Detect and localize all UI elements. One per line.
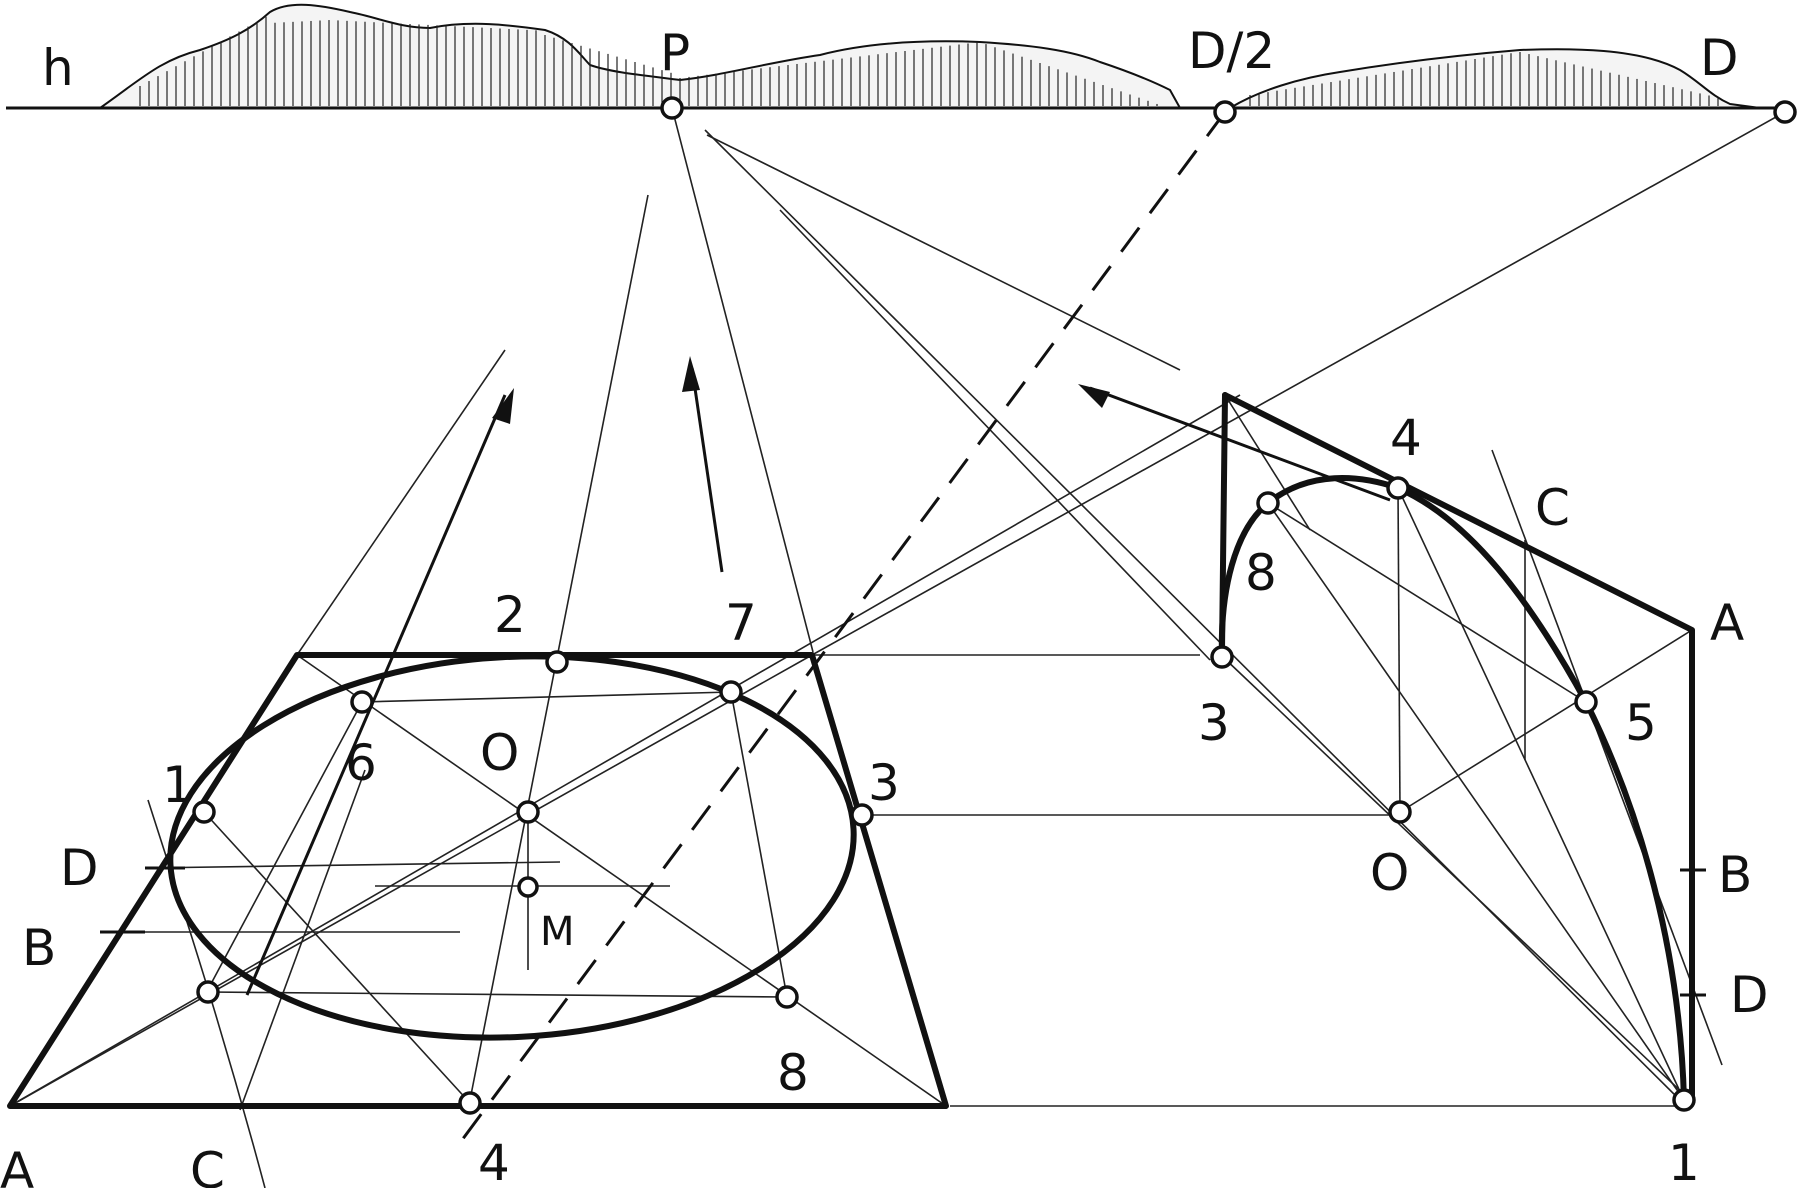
- arrow-shaft-1: [245, 394, 507, 996]
- label-left-D: D: [60, 839, 99, 897]
- point-left-7: [719, 680, 743, 704]
- point-left-M: [517, 876, 539, 898]
- mountain-silhouette: [96, 3, 1182, 109]
- right-diag-1: [1222, 656, 1691, 1101]
- point-left-4: [458, 1091, 482, 1115]
- arrow-shaft-2: [690, 367, 724, 573]
- left-line-1-4: [203, 811, 471, 1104]
- landscape-hatching: [139, 16, 1719, 106]
- point-left-O: [516, 800, 540, 824]
- point-D: [1773, 100, 1797, 124]
- point-right-4: [1386, 476, 1410, 500]
- left-line-6-lower: [204, 701, 363, 996]
- label-left-7: 7: [725, 594, 757, 652]
- ray-p-3: [704, 129, 1691, 1111]
- left-line-7-8: [730, 691, 788, 998]
- left-chord-D: [144, 861, 561, 869]
- left-arc-c: [147, 799, 266, 1188]
- right-curve: [1218, 475, 1687, 1103]
- arrow-shaft-3: [1089, 386, 1391, 502]
- tick-marks: [100, 866, 1706, 997]
- left-ellipse: [167, 653, 857, 1041]
- label-left-8: 8: [777, 1044, 809, 1102]
- arrow-head-3: [1078, 384, 1110, 408]
- left-figure: [7, 652, 949, 1109]
- label-D-horizon: D: [1700, 29, 1739, 87]
- right-line-4-1: [1397, 487, 1685, 1101]
- label-right-C: C: [1535, 479, 1570, 537]
- ray-p-6: [296, 349, 506, 656]
- label-left-M: M: [540, 909, 575, 955]
- ray-d-2: [9, 394, 1241, 1107]
- right-diag-2: [1399, 629, 1693, 813]
- right-line-4-O: [1397, 487, 1401, 813]
- right-figure: [1218, 392, 1695, 1103]
- right-line-8-5: [1267, 502, 1587, 703]
- label-right-8: 8: [1245, 544, 1277, 602]
- point-markers: [192, 96, 1797, 1115]
- label-left-3: 3: [868, 754, 900, 812]
- point-left-2: [545, 650, 569, 674]
- point-right-8: [1256, 491, 1280, 515]
- left-chord-lower: [207, 991, 788, 998]
- label-h: h: [42, 39, 74, 97]
- point-left-1: [192, 800, 216, 824]
- label-P: P: [660, 24, 690, 82]
- label-left-6: 6: [345, 734, 377, 792]
- left-line-c: [239, 769, 366, 1111]
- horizon-group: [6, 3, 1775, 110]
- hill-right: [1226, 48, 1761, 109]
- label-left-2: 2: [494, 586, 526, 644]
- label-left-4: 4: [478, 1134, 510, 1188]
- arrows: [245, 356, 1391, 996]
- label-left-B: B: [22, 919, 56, 977]
- arrow-head-2: [682, 356, 700, 392]
- point-left-6: [350, 690, 374, 714]
- label-left-C: C: [190, 1142, 225, 1188]
- point-right-1: [1672, 1088, 1696, 1112]
- label-right-B: B: [1718, 846, 1752, 904]
- point-right-3: [1210, 645, 1234, 669]
- right-top-edge: [1222, 392, 1695, 1103]
- label-left-1: 1: [162, 756, 194, 814]
- left-diag-2: [296, 654, 947, 1107]
- ray-d-1: [811, 111, 1786, 656]
- label-right-A: A: [1710, 594, 1744, 652]
- label-left-A: A: [0, 1142, 34, 1188]
- label-D2: D/2: [1188, 22, 1275, 80]
- point-right-O: [1388, 800, 1412, 824]
- label-right-4: 4: [1390, 409, 1422, 467]
- labels: h P D/2 D 1 2 3 4 6 7 8 O M A B C D 1 3 …: [0, 22, 1769, 1188]
- dashed-line-d2: [460, 111, 1227, 1141]
- right-line-8-1: [1267, 502, 1685, 1101]
- ray-p-4: [779, 209, 1211, 661]
- arrow-head-1: [492, 388, 514, 424]
- left-chord-6-7: [361, 691, 732, 703]
- label-right-3: 3: [1198, 694, 1230, 752]
- ray-p-2: [469, 194, 649, 1101]
- ray-p-1: [671, 107, 814, 653]
- label-left-O: O: [480, 724, 519, 782]
- ray-p-5: [706, 134, 1181, 371]
- label-right-D: D: [1730, 966, 1769, 1024]
- label-right-1: 1: [1668, 1134, 1700, 1188]
- point-P: [660, 96, 684, 120]
- point-left-8: [775, 985, 799, 1009]
- right-corner: [1224, 394, 1311, 531]
- point-right-5: [1574, 690, 1598, 714]
- construction-rays: [9, 107, 1786, 1188]
- point-D2: [1213, 100, 1237, 124]
- right-line-C: [1491, 449, 1723, 1066]
- label-right-5: 5: [1625, 694, 1657, 752]
- label-right-O: O: [1370, 844, 1409, 902]
- point-left-3: [850, 803, 874, 827]
- left-diag-1: [9, 654, 813, 1107]
- point-left-lower: [196, 980, 220, 1004]
